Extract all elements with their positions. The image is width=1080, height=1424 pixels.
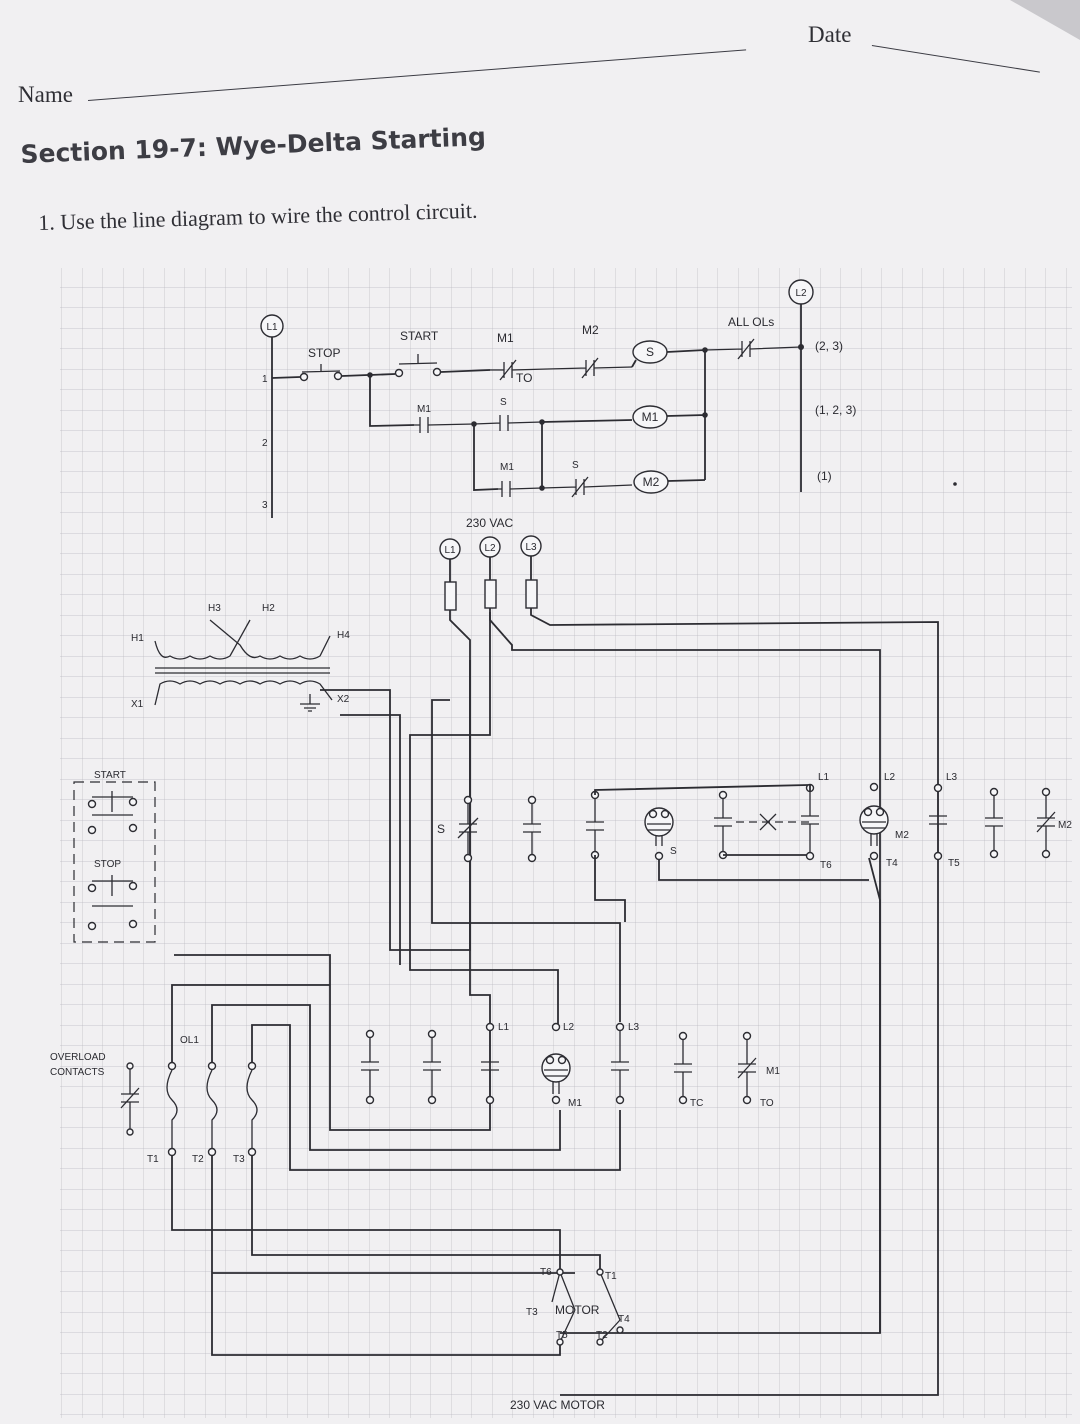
contact-s-label: S	[437, 822, 445, 836]
motor-t5-label: T5	[556, 1330, 568, 1341]
ol1-label: OL1	[180, 1035, 199, 1046]
m1-coil-label: M1	[642, 410, 659, 424]
m1-contactor-l1-label: L1	[498, 1022, 510, 1033]
m2-coil-wiring	[859, 805, 889, 835]
transformer-h2-label: H2	[262, 603, 275, 614]
cross-ref-m1-coil: (1, 2, 3)	[815, 403, 856, 417]
m1-rung3-label: M1	[500, 462, 514, 473]
transformer-h1-label: H1	[131, 633, 144, 644]
m1-coil	[632, 405, 668, 429]
supply-l1-label: L1	[444, 545, 456, 556]
transformer-secondary	[154, 680, 333, 706]
l2-label: L2	[795, 288, 807, 299]
cross-ref-m2-coil: (1)	[817, 469, 832, 483]
all-ols-label: ALL OLs	[728, 315, 774, 329]
to-contact-label: TO	[760, 1098, 774, 1109]
motor-t3-label: T3	[526, 1307, 538, 1318]
s-contactor-l1-label: L1	[818, 772, 830, 783]
supply-l3-label: L3	[525, 542, 537, 553]
ol-t3-label: T3	[233, 1154, 245, 1165]
m2-aux-label: M2	[1058, 820, 1072, 831]
stop-pb-terminal	[333, 371, 343, 381]
m2-contact-label: M2	[582, 323, 599, 337]
motor-t1-label: T1	[605, 1271, 617, 1282]
wiring-coil-s-label: S	[670, 846, 677, 857]
s-contactor-t4-label: T4	[886, 858, 898, 869]
page-corner-shadow	[1010, 0, 1080, 40]
fuse-l1	[444, 581, 457, 611]
fuse-l3	[525, 579, 538, 609]
transformer-h4-label: H4	[337, 630, 350, 641]
station-stop-label: STOP	[94, 859, 121, 870]
s-contactor-l3-label: L3	[946, 772, 958, 783]
station-start-label: START	[94, 770, 126, 781]
s-contactor-l2-label: L2	[884, 772, 896, 783]
line-number-3: 3	[262, 500, 268, 511]
m1-contactor-l2-label: L2	[563, 1022, 575, 1033]
supply-voltage-label: 230 VAC	[466, 516, 513, 530]
transformer-x1-label: X1	[131, 699, 144, 710]
s-contactor-t5-label: T5	[948, 858, 960, 869]
ground-icon	[300, 694, 320, 712]
m1-seal-label: M1	[417, 404, 431, 415]
motor-t4-label: T4	[618, 1314, 630, 1325]
overload-contacts-label-line1: OVERLOAD	[50, 1052, 106, 1063]
m1-contactor-l3-label: L3	[628, 1022, 640, 1033]
line-number-1: 1	[262, 374, 268, 385]
fuse-l2	[484, 579, 497, 609]
motor-caption: 230 VAC MOTOR	[510, 1398, 605, 1412]
start-pb-terminal	[394, 368, 404, 378]
s-coil-label: S	[646, 345, 654, 359]
motor-t6-label: T6	[540, 1267, 552, 1278]
m2-coil-label: M2	[643, 475, 660, 489]
ol-t2-label: T2	[192, 1154, 204, 1165]
wiring-diagram: 230 VAC L1 L2 L3 H3 H2 H1 H4 X1 X2	[50, 516, 1072, 1412]
stop-pb-terminal	[299, 372, 309, 382]
ol-t1-label: T1	[147, 1154, 159, 1165]
mechanical-interlock-icon	[759, 813, 777, 831]
s-contact-label: S	[500, 397, 507, 408]
line-diagram: L1 L2 1 2 3 STOP START M1 TO M2	[260, 279, 957, 518]
motor-windings	[551, 1271, 621, 1343]
motor-t2-label: T2	[596, 1330, 608, 1341]
s-coil-wiring	[644, 807, 674, 837]
name-label: Name	[18, 82, 73, 107]
s-nc-label: S	[572, 460, 579, 471]
l1-label: L1	[266, 322, 278, 333]
line-number-2: 2	[262, 438, 268, 449]
to-label: TO	[516, 371, 532, 385]
start-pb-terminal	[432, 367, 442, 377]
overload-contacts-label-line2: CONTACTS	[50, 1067, 105, 1078]
m1-coil-wiring-label: M1	[568, 1098, 582, 1109]
tc-label: TC	[690, 1098, 703, 1109]
grid-paper	[60, 268, 1072, 1418]
stop-label: STOP	[308, 346, 340, 360]
s-contactor-t6-label: T6	[820, 860, 832, 871]
pushbutton-station	[73, 781, 156, 943]
s-contactor-coil-label: M2	[895, 830, 909, 841]
m2-coil	[633, 470, 669, 494]
cross-ref-s-coil: (2, 3)	[815, 339, 843, 353]
motor-label: MOTOR	[555, 1303, 600, 1317]
m1-coil-wiring	[541, 1053, 571, 1083]
m1-contact-label: M1	[497, 331, 514, 345]
transformer-x2-label: X2	[337, 694, 350, 705]
start-label: START	[400, 329, 439, 343]
to-contact-m1-label: M1	[766, 1066, 780, 1077]
supply-l2-label: L2	[484, 543, 496, 554]
transformer-primary	[154, 619, 331, 660]
date-label: Date	[808, 22, 852, 47]
transformer-h3-label: H3	[208, 603, 221, 614]
